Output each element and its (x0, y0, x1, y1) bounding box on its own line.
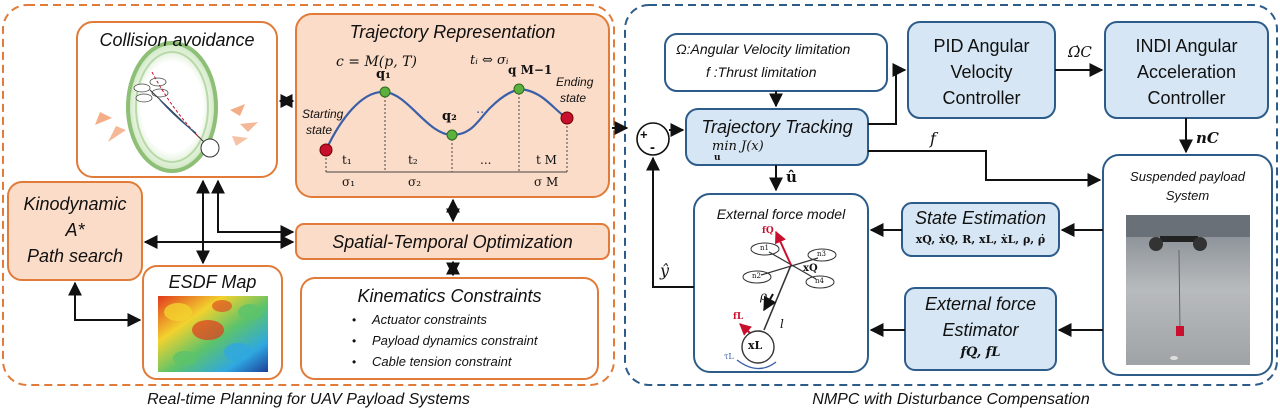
ext-model-title: External force model (716, 206, 846, 222)
kinematics-item-3: Cable tension constraint (372, 354, 512, 369)
pid-line2: Velocity (950, 62, 1013, 82)
curve-dots: ... (476, 100, 489, 117)
tM-label: t M (536, 153, 557, 167)
s2-label: σ₂ (408, 175, 422, 189)
omega-c-label: Ω̇C (1068, 43, 1092, 61)
sum-plus: + (640, 127, 648, 142)
ending-state-label: Ending (556, 75, 594, 89)
rotor-n2: n2 (752, 272, 761, 280)
nmpc-panel (624, 4, 1278, 386)
nmpc-caption: NMPC with Disturbance Compensation (812, 391, 1090, 408)
payload-photo (1126, 215, 1250, 365)
ext-fL-label: fL (733, 312, 744, 322)
ending-state-label-2: state (560, 91, 587, 105)
kinematics-item-2: Payload dynamics constraint (372, 333, 538, 348)
kinodynamic-line3: Path search (26, 246, 124, 266)
q1-label: q₁ (376, 67, 391, 82)
ext-est-vars: fQ, fL (960, 345, 1001, 360)
t2-label: t₂ (408, 153, 418, 167)
starting-state-label: Starting (302, 107, 344, 121)
ext-xL-label: xL (748, 339, 763, 352)
rotor-n4: n4 (815, 277, 824, 285)
left-arrows (68, 94, 629, 327)
summing-junction (636, 122, 670, 156)
rotor-n3: n3 (817, 250, 826, 258)
q2-label: q₂ (442, 109, 457, 124)
kinematics-item-1: Actuator constraints (372, 312, 487, 327)
ext-model-drawing (736, 230, 837, 370)
tracking-title: Trajectory Tracking (701, 117, 853, 137)
tdots-label: ... (480, 153, 492, 167)
planning-caption: Real-time Planning for UAV Payload Syste… (147, 391, 470, 408)
f-label: f (930, 129, 936, 148)
qM1-label: q M−1 (508, 63, 553, 77)
pid-line3: Controller (942, 88, 1021, 108)
esdf-map-image (158, 296, 268, 372)
ext-fQ-label: fQ (762, 226, 774, 236)
kinodynamic-line2: A* (65, 220, 85, 240)
ext-tauL-label: τL (724, 352, 734, 361)
tracking-formula-sub: u (714, 153, 721, 163)
kinematics-bullet-2: • (352, 334, 357, 348)
n-c-label: nC (1196, 129, 1219, 147)
collision-title: Collision avoidance (99, 30, 255, 50)
u-hat-label: û (786, 168, 797, 186)
ext-est-line1: External force (924, 294, 1037, 314)
trajectory-equation-side: tᵢ ⇔ σᵢ (470, 53, 509, 68)
spatial-box (295, 223, 610, 260)
limits-line2: f :Thrust limitation (706, 64, 817, 80)
payload-line1: Suspended payload (1130, 169, 1245, 184)
kinematics-bullet-1: • (352, 313, 357, 327)
s1-label: σ₁ (342, 175, 356, 189)
trajectory-plot (319, 83, 574, 173)
collision-illustration (95, 41, 258, 173)
esdf-title: ESDF Map (168, 272, 257, 292)
rotor-n1: n1 (760, 244, 769, 252)
pid-line1: PID Angular (933, 36, 1030, 56)
t1-label: t₁ (342, 153, 352, 167)
state-title: State Estimation (914, 208, 1047, 228)
ext-rho-label: ρ (760, 289, 768, 303)
limits-line1: Ω:Angular Velocity limitation (676, 41, 851, 57)
planning-panel (2, 4, 615, 386)
trajectory-title: Trajectory Representation (349, 22, 556, 42)
indi-line3: Controller (1147, 88, 1226, 108)
trajectory-equation: c = M(p, T) (336, 54, 417, 70)
ext-est-line2: Estimator (942, 320, 1019, 340)
state-vars: xQ, ẋQ, R, xL, ẋL, ρ, ρ̇ (915, 233, 1046, 246)
spatial-title: Spatial-Temporal Optimization (332, 232, 573, 252)
kinematics-title: Kinematics Constraints (357, 286, 542, 306)
trajectory-box (295, 13, 610, 198)
starting-state-label-2: state (306, 123, 333, 137)
kinematics-box (300, 277, 599, 380)
y-hat-label: ŷ (660, 261, 670, 280)
right-arrows (646, 63, 1193, 337)
ext-l-label: l (780, 317, 784, 331)
sM-label: σ M (534, 175, 559, 189)
kinodynamic-line1: Kinodynamic (23, 194, 127, 214)
ext-xQ-label: xQ (803, 263, 818, 274)
sum-minus: - (650, 139, 655, 156)
kinodynamic-box (7, 181, 143, 281)
ext-model-box (693, 193, 869, 373)
indi-line2: Acceleration (1136, 62, 1237, 82)
payload-line2: System (1165, 188, 1210, 203)
kinematics-bullet-3: • (352, 355, 357, 369)
indi-line1: INDI Angular (1135, 36, 1238, 56)
tracking-formula: min J(x) (712, 139, 764, 154)
